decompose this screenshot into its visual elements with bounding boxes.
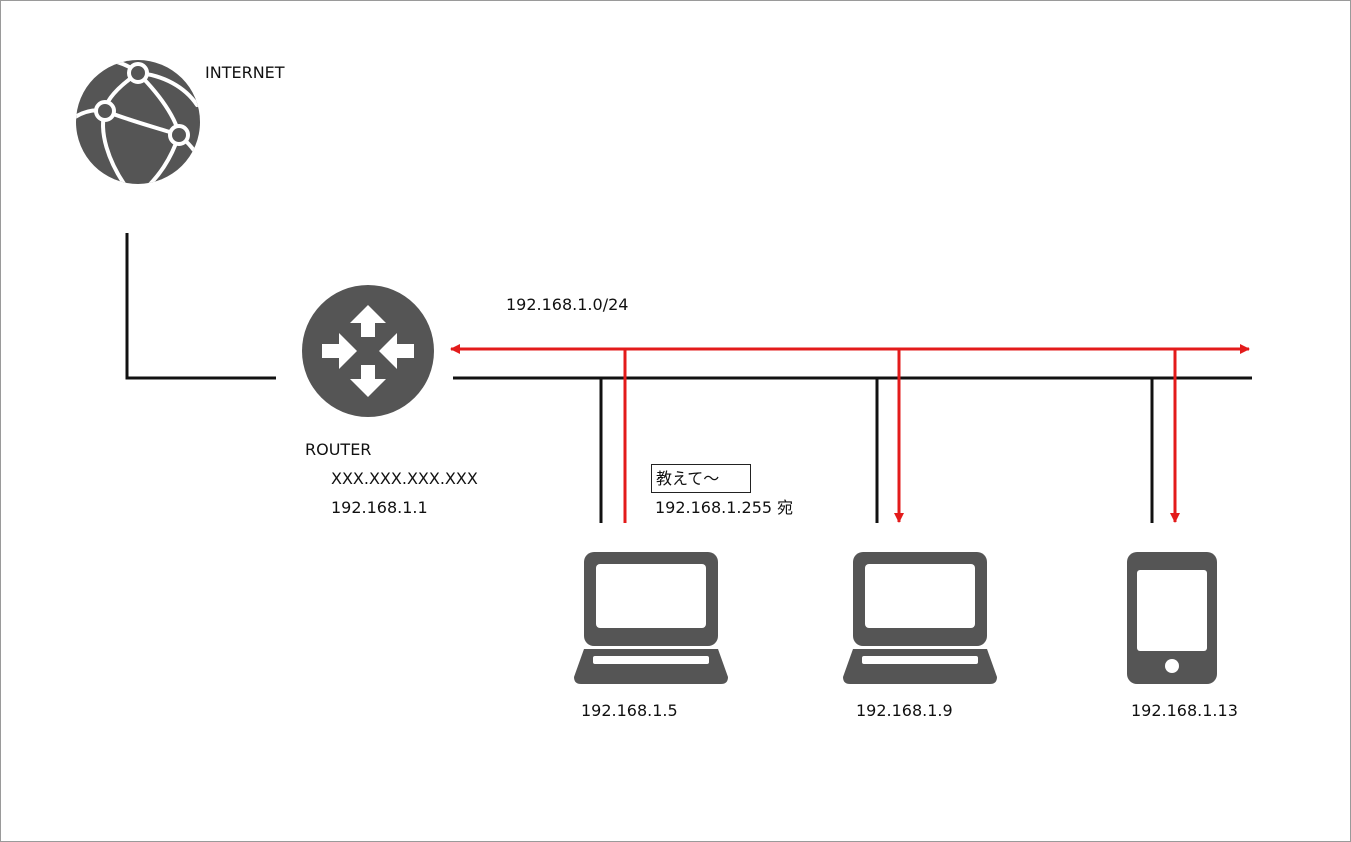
broadcast-arrows [450, 344, 1250, 523]
message-callout: 教えて〜 [651, 464, 751, 493]
subnet-label: 192.168.1.0/24 [506, 295, 629, 314]
tablet-icon [1127, 552, 1217, 684]
router-icon [302, 285, 434, 417]
router-lan-ip: 192.168.1.1 [331, 498, 428, 517]
laptop-icon [843, 552, 997, 684]
internet-uplink [125, 233, 276, 380]
device-ip-label: 192.168.1.9 [856, 701, 953, 720]
internet-label: INTERNET [205, 63, 285, 82]
router-wan-ip: XXX.XXX.XXX.XXX [331, 469, 478, 488]
message-text: 教えて〜 [656, 469, 720, 488]
router-label: ROUTER [305, 440, 372, 459]
device-ip-label: 192.168.1.5 [581, 701, 678, 720]
globe-icon [76, 60, 200, 184]
broadcast-destination: 192.168.1.255 宛 [655, 498, 794, 517]
device-ip-label: 192.168.1.13 [1131, 701, 1238, 720]
laptop-icon [574, 552, 728, 684]
